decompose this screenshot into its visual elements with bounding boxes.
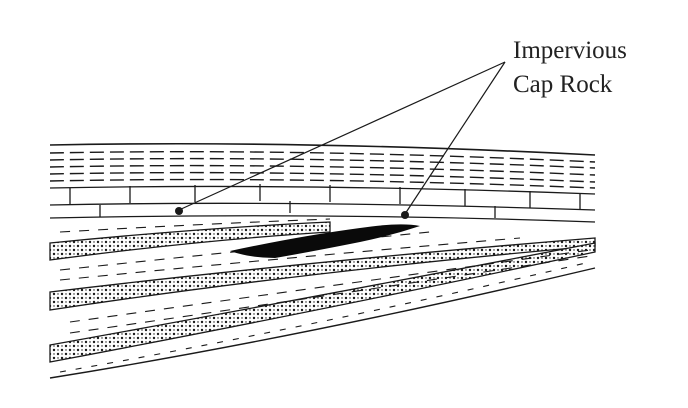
cap-rock-marker-left <box>175 207 183 215</box>
annotation-line-1: Impervious <box>513 37 627 64</box>
annotation-label: Impervious Cap Rock <box>513 37 627 98</box>
sandstone-band-1 <box>49 221 331 261</box>
annotation-line-2: Cap Rock <box>513 71 613 98</box>
oil-accumulation <box>230 224 420 258</box>
limestone-layer <box>49 184 596 223</box>
shale-layer <box>49 142 596 189</box>
cap-rock-marker-right <box>401 211 409 219</box>
leader-line-left <box>178 61 506 211</box>
sandstone-band-3 <box>49 242 596 363</box>
sandstone-bands <box>49 221 596 363</box>
leader-lines <box>178 61 506 215</box>
